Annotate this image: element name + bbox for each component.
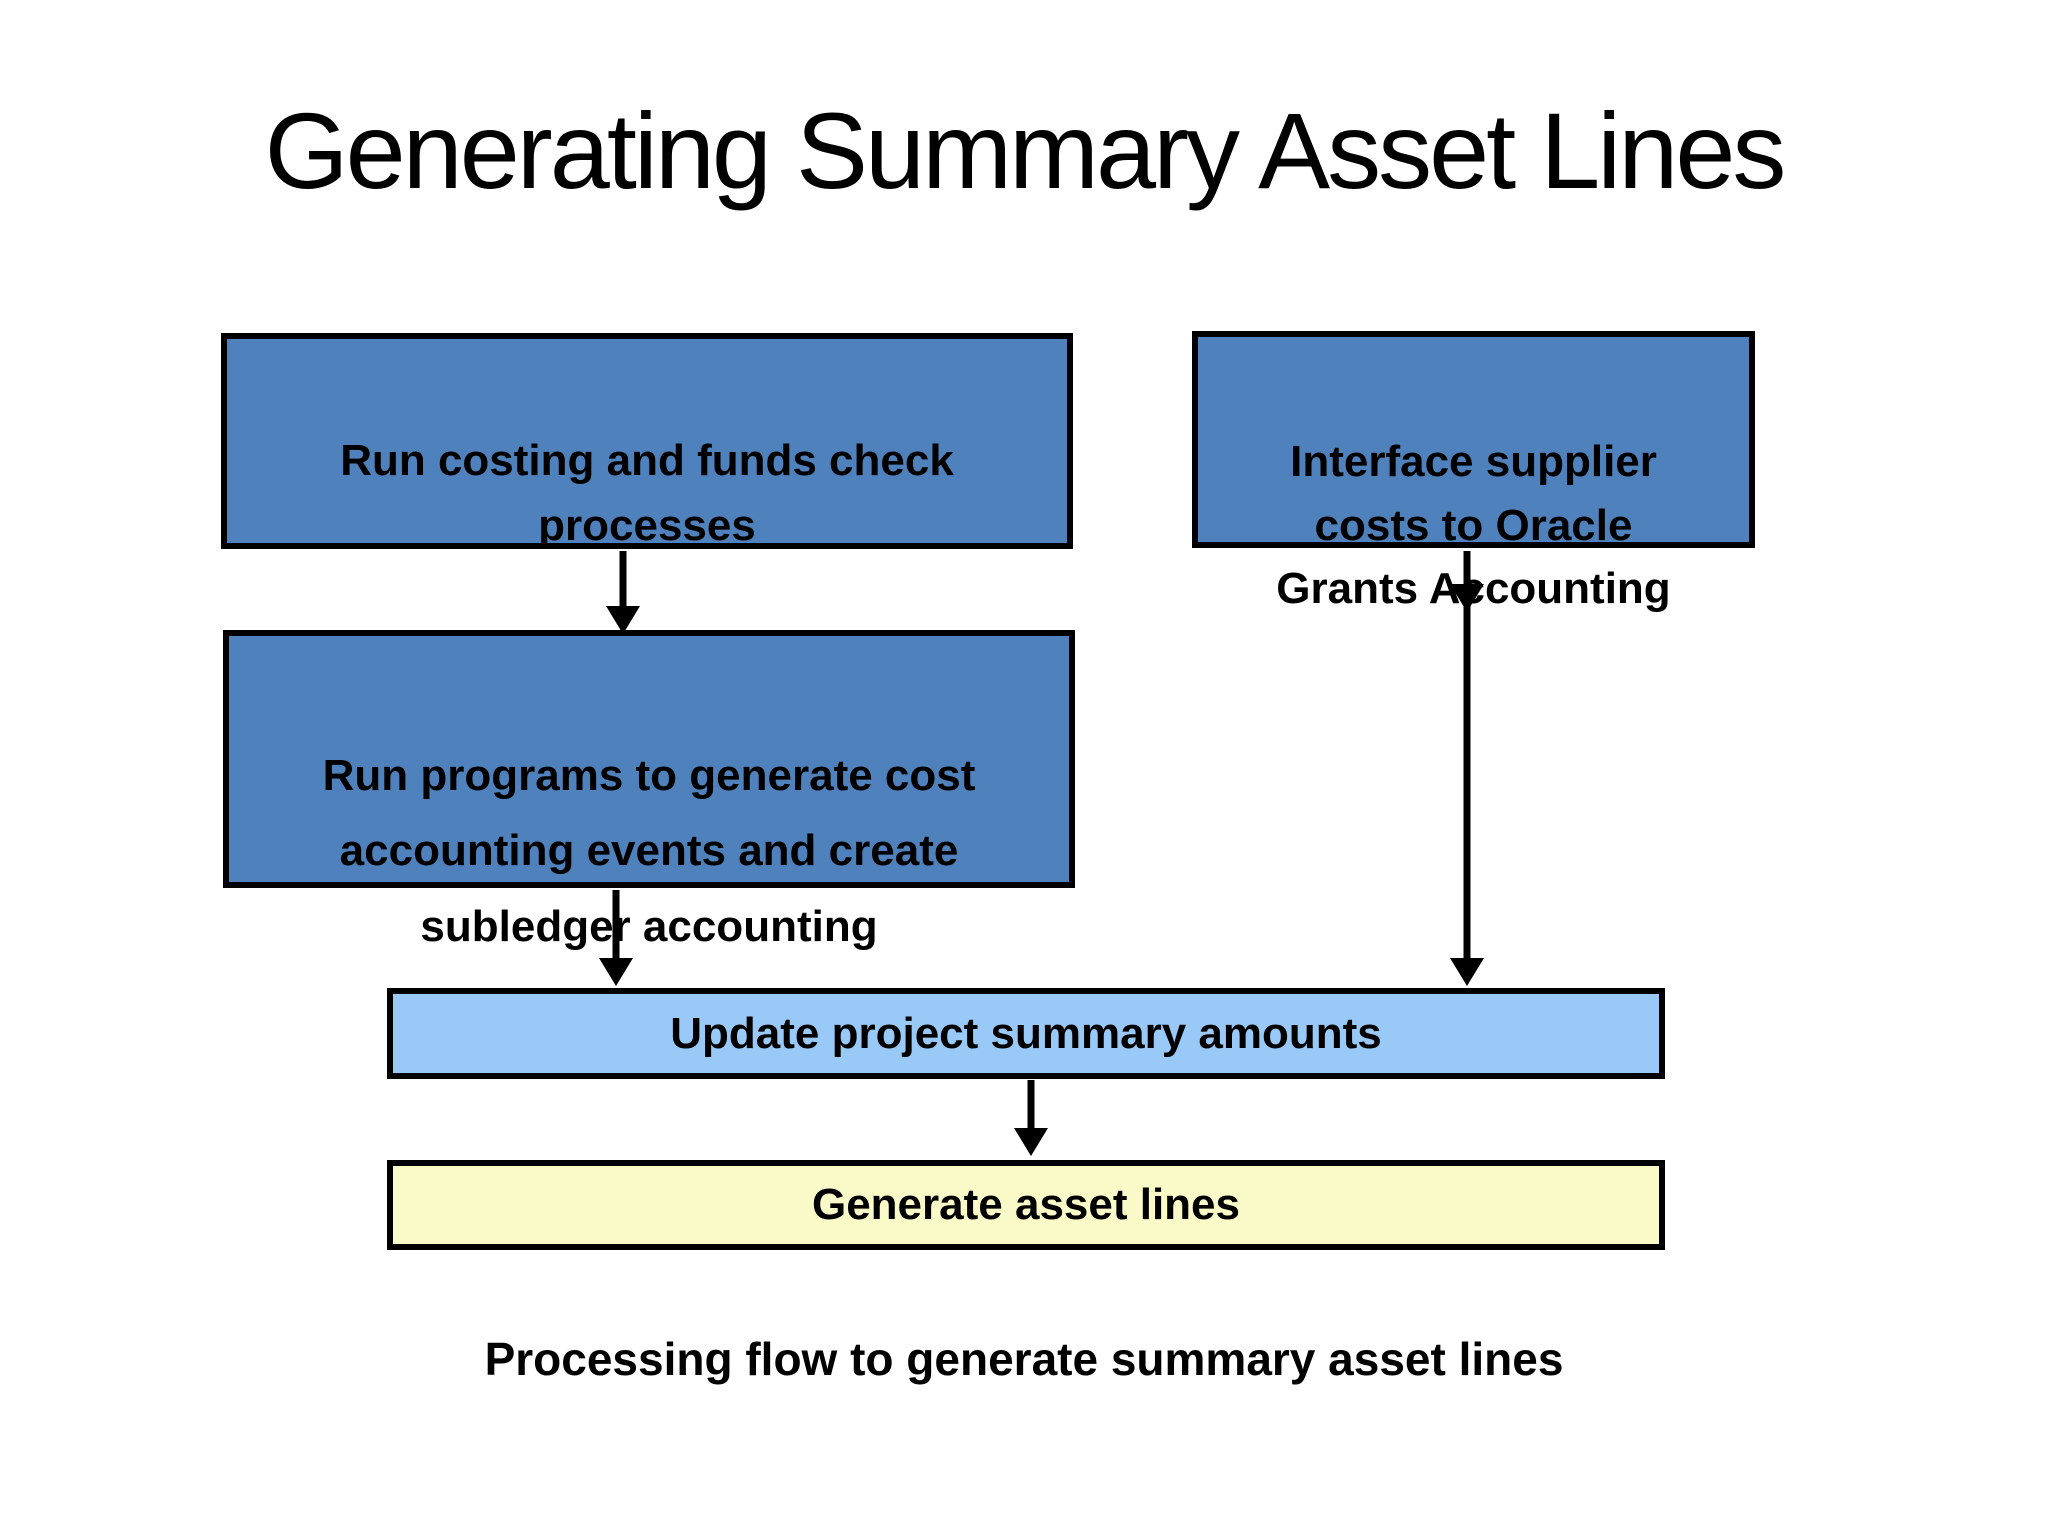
- node-label: Run programs to generate cost accounting…: [322, 750, 976, 952]
- node-run-costing-processes: Run costing and funds check processes: [221, 333, 1073, 551]
- slide-title: Generating Summary Asset Lines: [264, 90, 1787, 211]
- node-interface-supplier-costs: Interface supplier costs to Oracle Grant…: [1192, 331, 1755, 613]
- node-label: Run costing and funds check processes: [340, 436, 954, 551]
- arrow-run-costing-to-run-programs: [606, 551, 640, 634]
- node-generate-asset-lines: Generate asset lines: [387, 1160, 1665, 1250]
- node-run-programs-subledger: Run programs to generate cost accounting…: [223, 630, 1075, 951]
- diagram-caption: Processing flow to generate summary asse…: [484, 1333, 1564, 1385]
- arrow-update-summary-to-generate-asset-lines: [1014, 1080, 1048, 1156]
- node-label: Interface supplier costs to Oracle Grant…: [1276, 437, 1671, 614]
- node-label: Generate asset lines: [811, 1180, 1240, 1229]
- node-update-project-summary: Update project summary amounts: [387, 988, 1665, 1079]
- node-label: Update project summary amounts: [670, 1008, 1382, 1058]
